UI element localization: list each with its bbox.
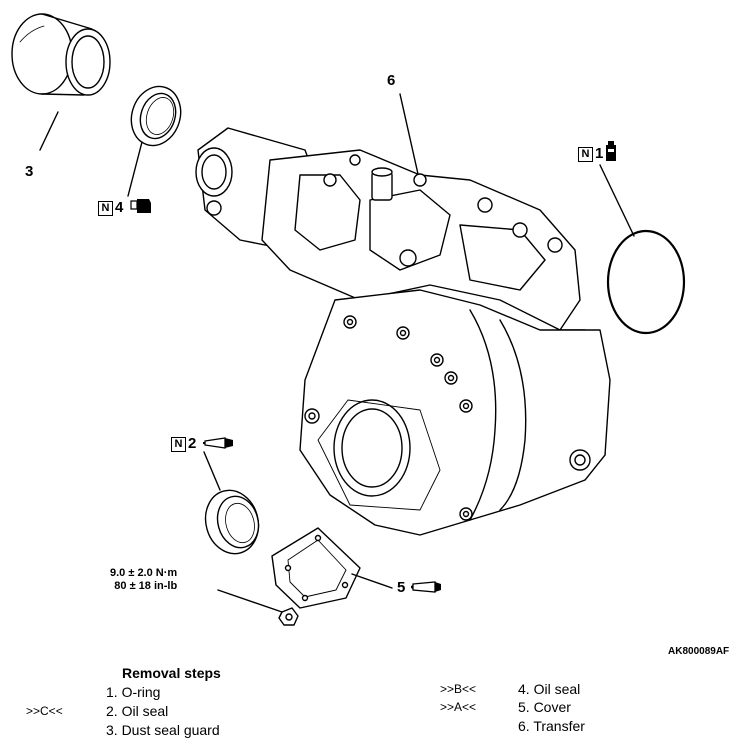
- grease-cup-icon: [203, 437, 233, 449]
- oil-seal-2: [204, 489, 260, 555]
- cover-bolt: [278, 607, 299, 626]
- removal-steps-title: Removal steps: [122, 665, 221, 681]
- step-4: 4. Oil seal: [518, 681, 581, 697]
- dust-seal-guard: [11, 13, 111, 96]
- step-3: 3. Dust seal guard: [106, 722, 220, 738]
- transfer-case: [195, 127, 611, 536]
- grease-can-icon: [130, 199, 151, 213]
- leader-torque: [217, 589, 283, 613]
- cover-5: [271, 527, 361, 609]
- grease-tube-icon: [606, 141, 616, 161]
- leader-6: [399, 93, 419, 175]
- step-6: 6. Transfer: [518, 718, 585, 734]
- n-mark: N: [171, 436, 186, 452]
- oil-seal-4: [130, 85, 182, 147]
- callout-3: 3: [25, 163, 34, 180]
- leader-2: [203, 451, 221, 491]
- torque-spec: 9.0 ± 2.0 N·m 80 ± 18 in-lb: [110, 567, 177, 593]
- n-mark: N: [578, 146, 593, 162]
- step-1: 1. O-ring: [106, 684, 161, 700]
- figure-id: AK800089AF: [668, 646, 730, 657]
- callout-6: 6: [387, 72, 396, 89]
- transfer-exploded-diagram: [11, 13, 686, 626]
- callout-5: 5: [397, 579, 406, 596]
- step-5-mark: >>A<<: [440, 700, 477, 714]
- o-ring: [606, 229, 686, 335]
- housing-bolts: [206, 154, 591, 521]
- sealant-tube-icon: [411, 581, 441, 593]
- step-2-mark: >>C<<: [26, 704, 63, 718]
- step-5: 5. Cover: [518, 699, 571, 715]
- n-mark: N: [98, 200, 113, 216]
- leader-4: [127, 141, 143, 197]
- leader-1: [599, 164, 635, 237]
- torque-metric: 9.0 ± 2.0 N·m: [110, 567, 178, 579]
- leader-3: [39, 111, 59, 151]
- step-2: 2. Oil seal: [106, 703, 169, 719]
- step-4-mark: >>B<<: [440, 682, 477, 696]
- leader-5: [351, 573, 393, 589]
- torque-imperial: 80 ± 18 in-lb: [114, 580, 178, 592]
